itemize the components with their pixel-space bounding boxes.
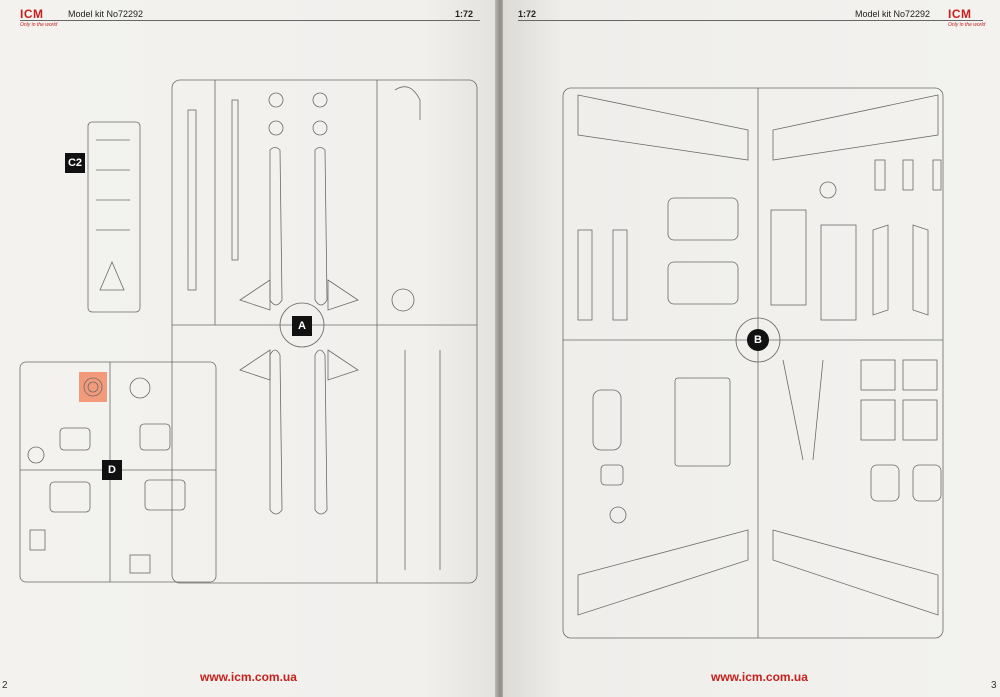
header-rule	[518, 20, 983, 21]
kit-number: Model kit No72292	[68, 9, 144, 19]
sprue-drawing-left	[19, 79, 478, 584]
icm-logo: ICM Only in the world	[20, 7, 58, 28]
left-page: ICM Only in the world Model kit No72292 …	[0, 0, 497, 697]
sprue-label-a: A	[292, 316, 312, 336]
sprue-label-b: B	[747, 329, 769, 351]
website-url: www.icm.com.ua	[711, 670, 808, 684]
book-gutter	[495, 0, 505, 697]
page-number: 2	[2, 680, 8, 691]
scale-label: 1:72	[518, 9, 537, 19]
icm-logo: ICM Only in the world	[948, 7, 986, 28]
header-rule	[20, 20, 480, 21]
scale-label: 1:72	[455, 9, 474, 19]
sprue-label-d: D	[102, 460, 122, 480]
page-number: 3	[991, 680, 997, 691]
right-page: 1:72 Model kit No72292 ICM Only in the w…	[503, 0, 1000, 697]
sprue-label-c2: C2	[65, 153, 85, 173]
kit-number: Model kit No72292	[855, 9, 931, 19]
website-url: www.icm.com.ua	[200, 670, 297, 684]
